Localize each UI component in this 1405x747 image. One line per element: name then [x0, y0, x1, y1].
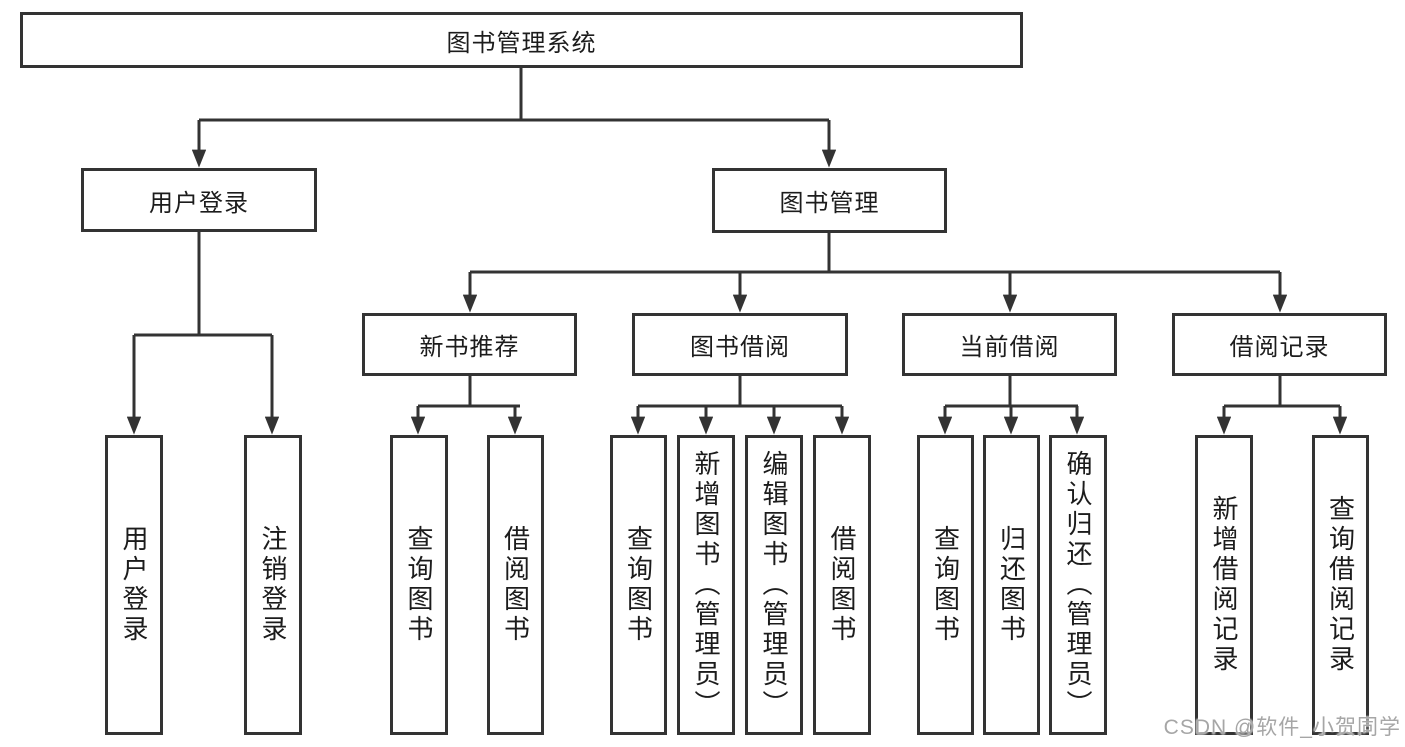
node-leaf-borrow-books-recommend: 借阅图书: [487, 435, 544, 735]
watermark-text: CSDN @软件_小贺同学: [1163, 716, 1401, 739]
node-borrow-records: 借阅记录: [1172, 313, 1387, 376]
node-label: 用户登录: [119, 525, 149, 645]
node-leaf-return-books: 归还图书: [983, 435, 1040, 735]
node-label: 新增图书（管理员）: [691, 450, 721, 720]
node-label: 图书管理系统: [446, 29, 597, 57]
node-leaf-add-borrow-record: 新增借阅记录: [1195, 435, 1253, 735]
node-label: 注销登录: [258, 525, 288, 645]
node-user-login: 用户登录: [81, 168, 317, 232]
node-leaf-logout: 注销登录: [244, 435, 302, 735]
node-leaf-edit-books-admin: 编辑图书（管理员）: [745, 435, 803, 735]
node-label: 查询图书: [404, 525, 434, 645]
node-label: 借阅记录: [1229, 334, 1330, 361]
node-label: 归还图书: [996, 525, 1027, 645]
node-label: 用户登录: [149, 189, 249, 217]
node-label: 新增借阅记录: [1209, 495, 1239, 675]
node-leaf-query-books-current: 查询图书: [917, 435, 974, 735]
node-label: 查询借阅记录: [1325, 495, 1356, 675]
node-label: 借阅图书: [827, 525, 857, 645]
node-label: 图书借阅: [690, 334, 790, 361]
node-label: 当前借阅: [959, 334, 1060, 361]
node-label: 查询图书: [930, 525, 961, 645]
node-leaf-query-borrow-record: 查询借阅记录: [1312, 435, 1369, 735]
node-label: 查询图书: [623, 525, 654, 645]
node-leaf-borrow-books: 借阅图书: [813, 435, 871, 735]
node-leaf-confirm-return-admin: 确认归还（管理员）: [1049, 435, 1107, 735]
node-current-borrow: 当前借阅: [902, 313, 1117, 376]
node-leaf-add-books-admin: 新增图书（管理员）: [677, 435, 735, 735]
node-label: 图书管理: [779, 190, 880, 217]
node-label: 编辑图书（管理员）: [759, 450, 789, 720]
node-label: 借阅图书: [500, 525, 531, 645]
node-label: 确认归还（管理员）: [1063, 450, 1093, 720]
node-root-system: 图书管理系统: [20, 12, 1023, 68]
node-label: 新书推荐: [419, 334, 520, 361]
node-book-borrow: 图书借阅: [632, 313, 848, 376]
node-new-book-recommend: 新书推荐: [362, 313, 577, 376]
node-leaf-query-books-borrow: 查询图书: [610, 435, 667, 735]
node-leaf-query-books-recommend: 查询图书: [390, 435, 448, 735]
node-leaf-user-login: 用户登录: [105, 435, 163, 735]
node-book-management: 图书管理: [712, 168, 947, 233]
